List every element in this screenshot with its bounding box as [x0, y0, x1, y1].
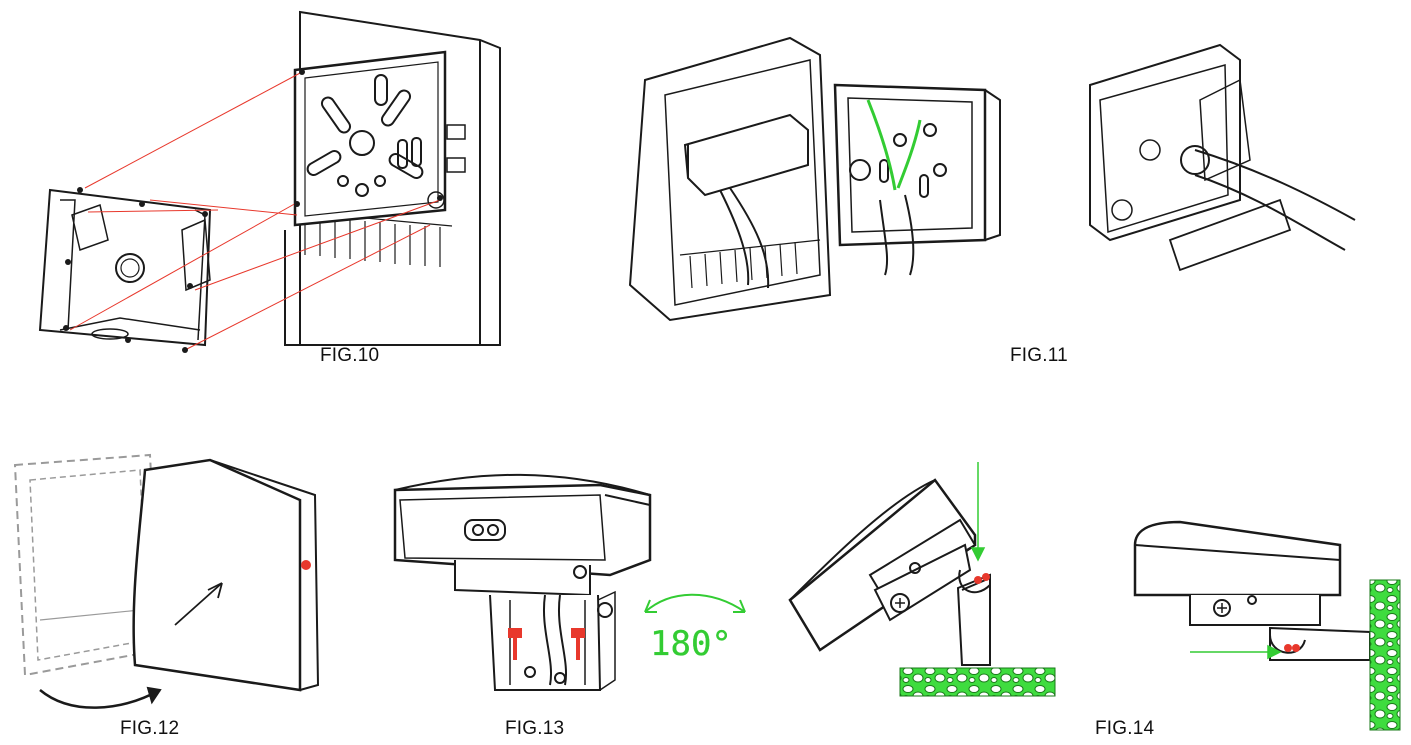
fig14-right-arrow	[1190, 644, 1282, 660]
fig14-left-arrow	[970, 462, 986, 562]
fig14-left-red-dot	[974, 576, 982, 584]
fig14-left-drawing	[788, 478, 991, 666]
fig14-left-ground	[899, 667, 1056, 697]
fig14-left-hinge	[958, 569, 991, 594]
fig13-rotation-arc	[644, 593, 746, 613]
fig11-green-wires	[866, 99, 922, 191]
fig10-guide-lines	[69, 71, 441, 351]
fig11-drawing	[628, 36, 1356, 322]
fig13-caption: FIG.13	[505, 718, 565, 739]
fig10-screws	[63, 69, 443, 353]
fig14-right-red-dot	[1284, 644, 1292, 652]
fig13-red-screws	[508, 628, 585, 660]
fig13-drawing	[393, 473, 652, 691]
fig10-drawing	[38, 10, 501, 347]
fig12-red-screw	[301, 560, 311, 570]
fig14-right-drawing	[1133, 520, 1371, 661]
fig14-caption: FIG.14	[1095, 718, 1155, 739]
fig14-left-red-dot-2	[982, 573, 990, 581]
fig12-caption: FIG.12	[120, 718, 180, 739]
fig12-drawing	[13, 453, 320, 709]
fig10-caption: FIG.10	[320, 345, 380, 366]
fig13-rotation-label: 180°	[650, 624, 732, 664]
fig11-caption: FIG.11	[1010, 345, 1068, 366]
fig14-right-wall	[1369, 579, 1401, 731]
fig14-right-red-dot-2	[1292, 644, 1300, 652]
